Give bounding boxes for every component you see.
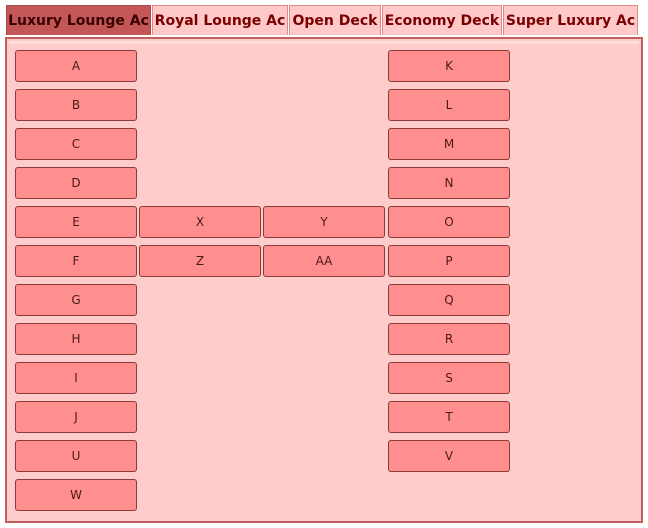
seat-button-k[interactable]: K [388, 50, 510, 82]
seat-button-l[interactable]: L [388, 89, 510, 121]
seat-button-e[interactable]: E [15, 206, 137, 238]
seat-button-a[interactable]: A [15, 50, 137, 82]
deck-tab-bar: Luxury Lounge Ac Royal Lounge Ac Open De… [6, 5, 642, 37]
tab-economy-deck[interactable]: Economy Deck [382, 5, 502, 35]
seat-button-m[interactable]: M [388, 128, 510, 160]
seat-button-p[interactable]: P [388, 245, 510, 277]
seat-button-t[interactable]: T [388, 401, 510, 433]
tab-royal-lounge-ac[interactable]: Royal Lounge Ac [152, 5, 288, 35]
seat-button-c[interactable]: C [15, 128, 137, 160]
seat-button-u[interactable]: U [15, 440, 137, 472]
seat-button-o[interactable]: O [388, 206, 510, 238]
seat-button-i[interactable]: I [15, 362, 137, 394]
seat-button-y[interactable]: Y [263, 206, 385, 238]
seat-layout-panel: A B C D E F G H I J U W X Z Y AA K L M N… [5, 37, 643, 523]
seat-button-s[interactable]: S [388, 362, 510, 394]
tab-open-deck[interactable]: Open Deck [289, 5, 381, 35]
seat-button-q[interactable]: Q [388, 284, 510, 316]
seat-button-f[interactable]: F [15, 245, 137, 277]
seat-button-x[interactable]: X [139, 206, 261, 238]
tab-luxury-lounge-ac[interactable]: Luxury Lounge Ac [6, 5, 151, 35]
seat-button-h[interactable]: H [15, 323, 137, 355]
seat-button-b[interactable]: B [15, 89, 137, 121]
seat-button-v[interactable]: V [388, 440, 510, 472]
seat-button-g[interactable]: G [15, 284, 137, 316]
seat-button-r[interactable]: R [388, 323, 510, 355]
seat-button-n[interactable]: N [388, 167, 510, 199]
seat-button-d[interactable]: D [15, 167, 137, 199]
seat-button-w[interactable]: W [15, 479, 137, 511]
seat-button-z[interactable]: Z [139, 245, 261, 277]
panel-top-rule [9, 41, 639, 44]
tab-super-luxury-ac[interactable]: Super Luxury Ac [503, 5, 638, 35]
seat-button-j[interactable]: J [15, 401, 137, 433]
seat-button-aa[interactable]: AA [263, 245, 385, 277]
